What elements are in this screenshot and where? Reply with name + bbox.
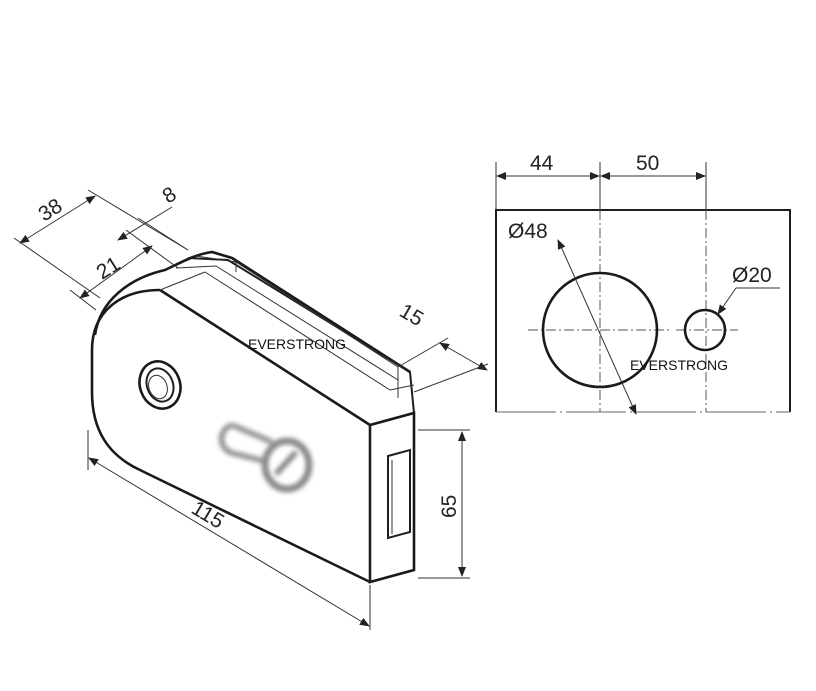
watermark-iso: EVERSTRONG — [248, 336, 346, 352]
label-44: 44 — [530, 152, 554, 175]
label-8: 8 — [158, 183, 180, 209]
label-38: 38 — [34, 194, 66, 226]
label-50: 50 — [636, 152, 659, 175]
small-hole — [683, 308, 727, 352]
label-115: 115 — [187, 497, 228, 534]
lock-body — [90, 250, 416, 584]
label-dia-20: Ø20 — [732, 264, 772, 287]
label-65: 65 — [438, 495, 461, 518]
label-15: 15 — [396, 299, 428, 331]
front-view: 44 50 Ø48 Ø20 EVERSTRONG — [495, 152, 791, 415]
label-dia-48: Ø48 — [508, 220, 548, 243]
keyhole-icon — [218, 422, 313, 493]
dimension-8: 8 — [117, 183, 189, 251]
dimension-38: 38 — [13, 189, 189, 299]
isometric-view: 38 8 21 15 115 — [13, 183, 489, 630]
glass-outline — [495, 209, 791, 412]
watermark-front: EVERSTRONG — [630, 357, 728, 373]
dimension-15: 15 — [396, 299, 489, 393]
dimension-65: 65 — [418, 429, 470, 579]
dimension-115: 115 — [87, 430, 371, 630]
cylinder-ring-icon — [138, 360, 182, 410]
label-21: 21 — [92, 252, 124, 284]
